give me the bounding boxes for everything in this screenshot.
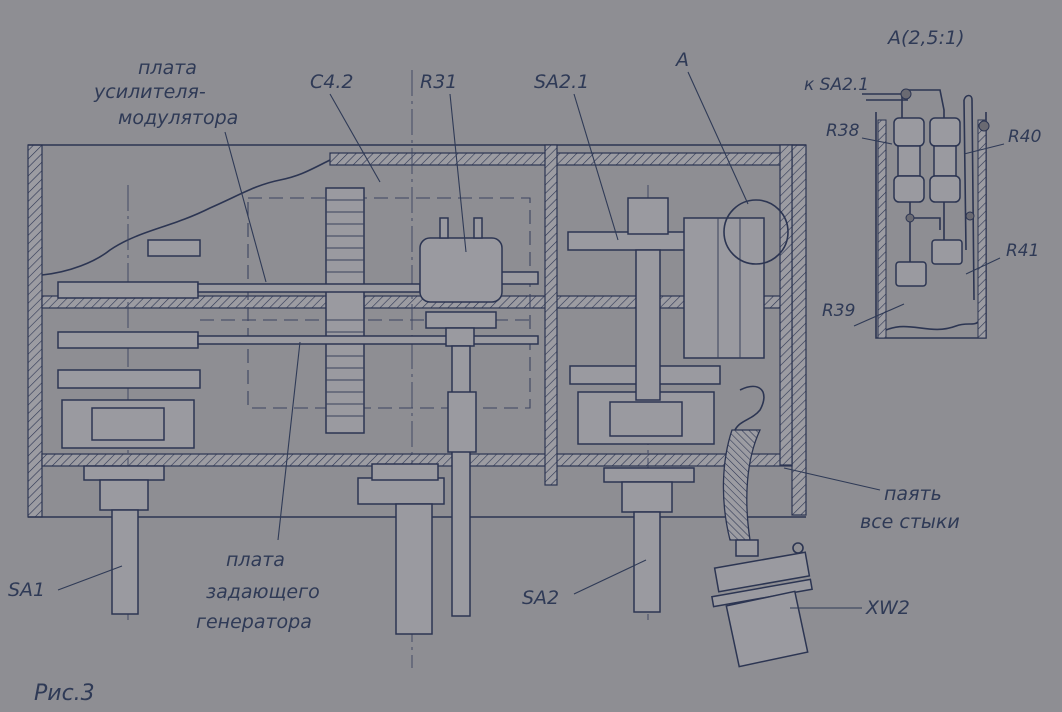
partitions	[544, 144, 793, 486]
label-xw2: XW2	[865, 597, 910, 619]
label-sa1: SA1	[8, 579, 45, 601]
shelves	[41, 295, 793, 467]
boards	[57, 239, 539, 389]
label-board-amp-3: модулятора	[118, 107, 238, 129]
label-r38: R38	[826, 121, 860, 141]
resistor-r31	[357, 217, 503, 635]
housing	[27, 144, 807, 518]
label-solder-2: все стыки	[860, 511, 960, 533]
label-board-gen-2: задающего	[206, 581, 320, 603]
label-r40: R40	[1008, 127, 1041, 147]
leader-lines	[57, 71, 1005, 609]
detail-title: A(2,5:1)	[886, 27, 965, 49]
label-c42: C4.2	[310, 71, 353, 93]
label-r31: R31	[420, 71, 457, 93]
switch-sa2	[567, 197, 765, 613]
label-board-amp-1: плата	[138, 57, 197, 79]
label-r41: R41	[1006, 241, 1039, 261]
detail-a-circle	[723, 199, 789, 265]
label-a: A	[674, 49, 689, 71]
detail-a-view	[862, 88, 990, 339]
labels: плата усилителя- модулятора C4.2 R31 SA2…	[8, 27, 1041, 706]
switch-sa1	[61, 399, 195, 615]
label-sa21: SA2.1	[534, 71, 589, 93]
label-board-gen-1: плата	[226, 549, 285, 571]
figure-caption: Рис.3	[34, 681, 95, 706]
label-r39: R39	[822, 301, 855, 321]
label-board-amp-2: усилителя-	[93, 81, 206, 103]
label-sa2: SA2	[522, 587, 559, 609]
connector-xw2	[711, 385, 813, 668]
capacitor-c42	[325, 187, 365, 434]
label-to-sa21: к SA2.1	[804, 75, 869, 95]
label-solder-1: паять	[884, 483, 942, 505]
label-board-gen-3: генератора	[196, 611, 312, 633]
